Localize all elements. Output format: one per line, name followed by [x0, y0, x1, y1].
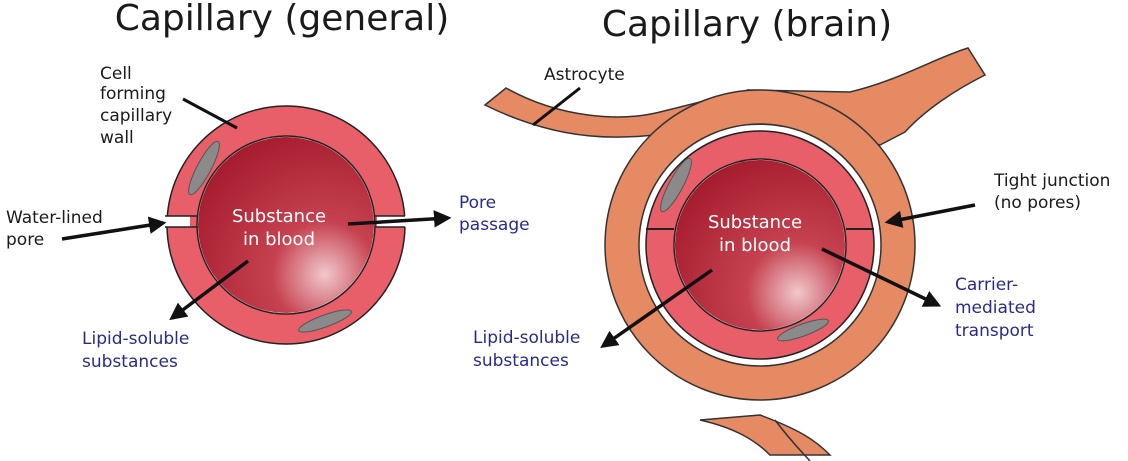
water-pore-label-2: pore — [6, 230, 44, 250]
tight-junction-label-1: Tight junction — [993, 171, 1110, 191]
nucleus — [777, 318, 829, 342]
blood-lumen — [675, 160, 845, 330]
pore-passage-arrow — [347, 210, 452, 228]
brain-capillary: Substance in blood Astrocyte Tight junct… — [473, 47, 1110, 461]
water-lined-pore-gap — [160, 216, 190, 227]
nucleus — [188, 140, 220, 196]
carrier-label-3: transport — [955, 321, 1034, 341]
tight-junction-arrow — [884, 203, 976, 228]
carrier-arrow — [821, 247, 942, 307]
blood-lumen — [198, 137, 374, 313]
pore-passage-label-2: passage — [459, 215, 530, 235]
brain-substance-label-1: Substance — [708, 212, 802, 233]
brain-substance-label-2: in blood — [719, 235, 791, 256]
water-pore-label-1: Water-lined — [6, 208, 103, 228]
cell-wall-label-1: Cell — [100, 64, 132, 84]
brain-lipid-arrow — [600, 268, 714, 349]
tight-junction-label-2: (no pores) — [994, 193, 1081, 213]
cell-wall-label-3: capillary — [100, 106, 172, 126]
cell-wall-label-2: forming — [100, 84, 166, 104]
substance-label-line2: in blood — [243, 229, 315, 250]
lipid-label-2: substances — [82, 352, 178, 372]
substance-label-line1: Substance — [232, 206, 326, 227]
astrocyte-endfoot — [605, 90, 915, 400]
nucleus — [660, 157, 692, 213]
brain-lipid-label-1: Lipid-soluble — [473, 328, 580, 348]
pore-arrow — [61, 216, 167, 241]
astrocyte-label: Astrocyte — [544, 65, 625, 85]
nucleus — [298, 309, 352, 333]
lipid-label-1: Lipid-soluble — [82, 329, 189, 349]
lipid-arrow — [169, 259, 250, 321]
pore-passage-label-1: Pore — [459, 193, 496, 213]
general-capillary: Substance in blood Cell forming capillar… — [6, 64, 530, 372]
brain-capillary-wall — [646, 131, 874, 359]
title-brain: Capillary (brain) — [602, 4, 892, 45]
cell-wall-label-4: wall — [100, 128, 134, 148]
title-general: Capillary (general) — [115, 0, 450, 39]
brain-lipid-label-2: substances — [473, 351, 569, 371]
carrier-label-1: Carrier- — [955, 275, 1018, 295]
carrier-label-2: mediated — [955, 298, 1036, 318]
